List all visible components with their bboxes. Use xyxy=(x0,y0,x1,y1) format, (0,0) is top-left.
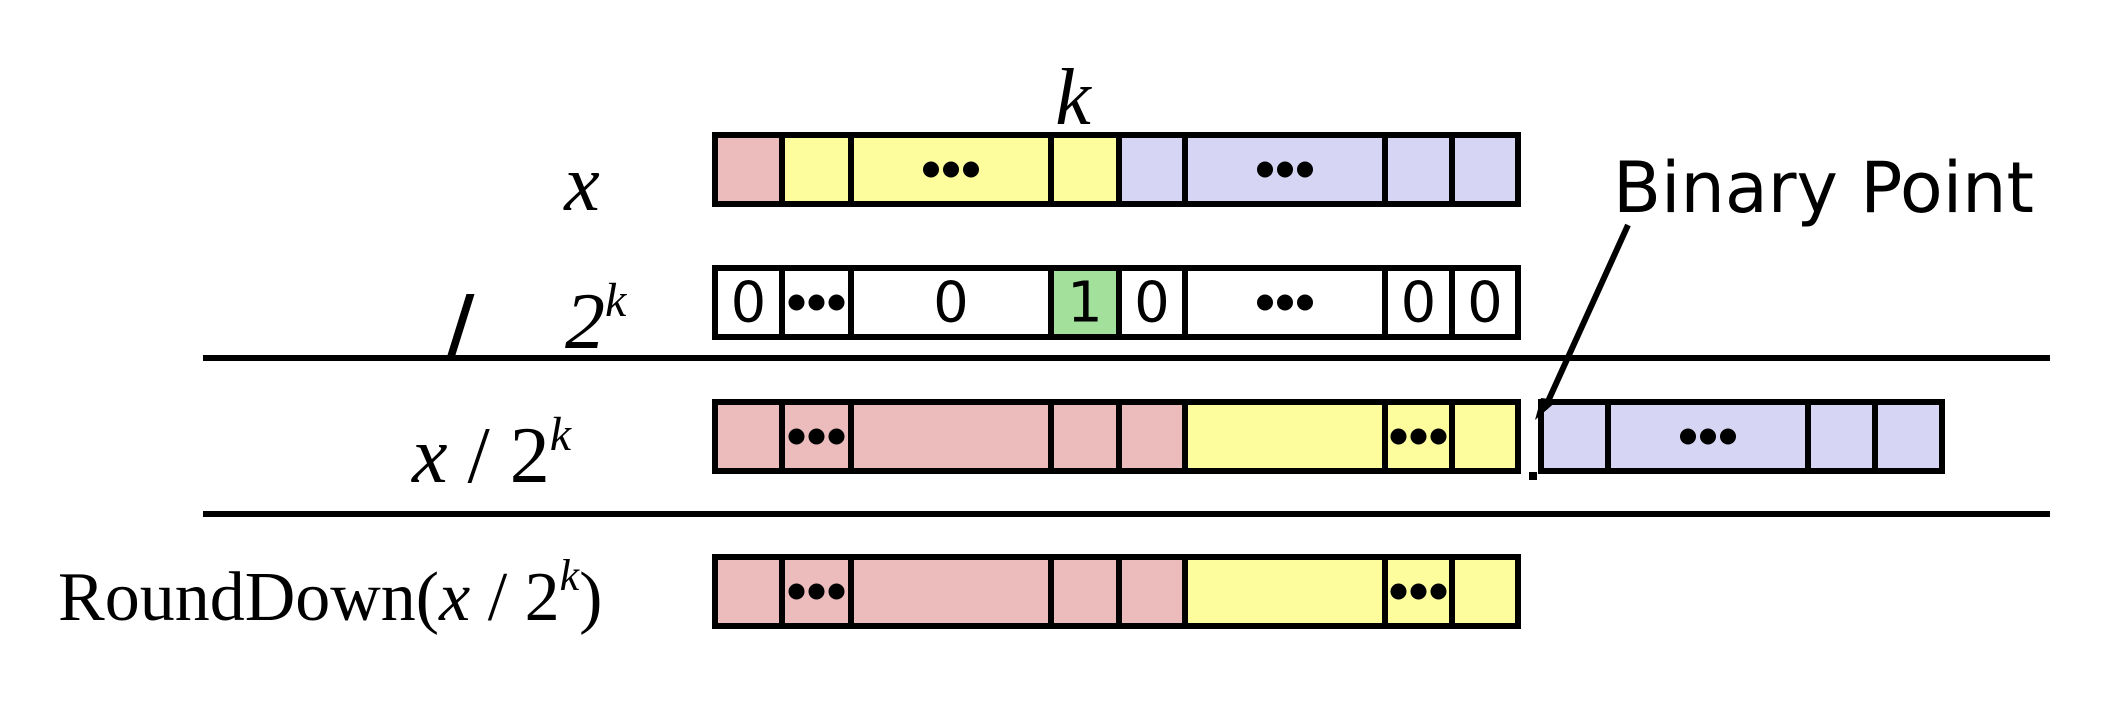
bit-cell xyxy=(1538,399,1611,474)
rounddown-exponent: k xyxy=(560,551,581,600)
divisor-base: 2 xyxy=(565,278,605,366)
bit-cell xyxy=(1048,132,1122,207)
bit-cell xyxy=(1116,554,1188,629)
ellipsis-dot xyxy=(1410,428,1427,445)
ellipsis-dot xyxy=(788,294,805,311)
ellipsis-dot xyxy=(828,428,845,445)
row-label-divisor-operator: / xyxy=(447,280,475,366)
binary-point-label: Binary Point xyxy=(1613,147,2034,229)
bit-value: 0 xyxy=(933,271,969,336)
ellipsis-dot xyxy=(1390,428,1407,445)
bit-cell xyxy=(779,132,854,207)
ellipsis-dot xyxy=(788,583,805,600)
k-marker-label: k xyxy=(1055,54,1092,142)
ellipsis-icon xyxy=(923,161,979,178)
bit-cell xyxy=(1116,265,1188,340)
bit-cell xyxy=(1116,399,1188,474)
rounddown-x: x xyxy=(438,559,470,636)
ellipsis-dot xyxy=(1297,294,1313,311)
bit-cell xyxy=(1116,132,1188,207)
bit-cell xyxy=(848,554,1054,629)
bit-value: 0 xyxy=(731,271,767,336)
ellipsis-dot xyxy=(808,583,825,600)
ellipsis-dot xyxy=(1430,428,1447,445)
ellipsis-dot xyxy=(963,161,979,178)
ellipsis-dot xyxy=(1277,294,1293,311)
ellipsis-icon xyxy=(1390,583,1447,600)
bit-cell xyxy=(1449,399,1521,474)
ellipsis-icon xyxy=(788,294,845,311)
quotient-slash: / xyxy=(448,412,510,500)
bit-cell xyxy=(848,399,1054,474)
bit-value: 1 xyxy=(1067,271,1103,336)
binary-point-arrowhead xyxy=(1535,398,1558,420)
row-label-x: x xyxy=(563,140,600,228)
ellipsis-dot xyxy=(1257,161,1273,178)
rounddown-base: 2 xyxy=(525,559,560,636)
binary-point-pointer xyxy=(1542,223,1631,410)
bit-cell xyxy=(1048,554,1122,629)
bit-row-quotient-integer xyxy=(712,399,1521,474)
ellipsis-icon xyxy=(1390,428,1447,445)
ellipsis-dot xyxy=(1700,428,1716,445)
ellipsis-dot xyxy=(1297,161,1313,178)
bit-cell xyxy=(712,265,785,340)
bit-row-x xyxy=(712,132,1521,207)
rounddown-suffix: ) xyxy=(579,559,602,636)
row-label-divisor: 2k xyxy=(565,274,628,366)
ellipsis-dot xyxy=(808,428,825,445)
ellipsis-dot xyxy=(1430,583,1447,600)
ellipsis-icon xyxy=(1257,161,1313,178)
ellipsis-icon xyxy=(1257,294,1313,311)
ellipsis-dot xyxy=(943,161,959,178)
ellipsis-dot xyxy=(828,583,845,600)
quotient-base: 2 xyxy=(510,412,550,500)
bit-cell xyxy=(1182,554,1388,629)
divisor-exponent: k xyxy=(605,274,628,327)
bit-cell xyxy=(1805,399,1878,474)
rounddown-prefix: RoundDown( xyxy=(58,559,439,636)
bit-cell xyxy=(1449,265,1521,340)
row-label-quotient: x / 2k xyxy=(411,408,573,500)
bit-value: 0 xyxy=(1401,271,1437,336)
bit-cell xyxy=(1449,132,1521,207)
ellipsis-dot xyxy=(1277,161,1293,178)
row-label-rounddown: RoundDown(x / 2k) xyxy=(58,551,602,636)
quotient-x: x xyxy=(411,412,448,500)
ellipsis-dot xyxy=(828,294,845,311)
ellipsis-dot xyxy=(1410,583,1427,600)
bit-cell xyxy=(1182,399,1388,474)
bit-cell xyxy=(1872,399,1945,474)
ellipsis-dot xyxy=(808,294,825,311)
ellipsis-dot xyxy=(1680,428,1696,445)
ellipsis-dot xyxy=(1720,428,1736,445)
ellipsis-icon xyxy=(788,428,845,445)
bit-cell xyxy=(1382,132,1455,207)
quotient-exponent: k xyxy=(550,408,573,461)
ellipsis-dot xyxy=(1257,294,1273,311)
bit-cell xyxy=(1382,265,1455,340)
bit-cell xyxy=(712,399,785,474)
bit-value: 0 xyxy=(1134,271,1170,336)
bit-cell xyxy=(1449,554,1521,629)
binary-point-dot xyxy=(1529,472,1537,480)
bit-cell xyxy=(712,132,785,207)
bit-value: 0 xyxy=(1467,271,1503,336)
bit-cell xyxy=(712,554,785,629)
rounddown-slash: / xyxy=(470,559,524,636)
bit-cell xyxy=(1048,265,1122,340)
ellipsis-icon xyxy=(1680,428,1736,445)
bit-cell xyxy=(1048,399,1122,474)
ellipsis-dot xyxy=(788,428,805,445)
bit-row-quotient-fraction xyxy=(1538,399,1945,474)
bit-row-rounddown xyxy=(712,554,1521,629)
ellipsis-icon xyxy=(788,583,845,600)
ellipsis-dot xyxy=(923,161,939,178)
ellipsis-dot xyxy=(1390,583,1407,600)
